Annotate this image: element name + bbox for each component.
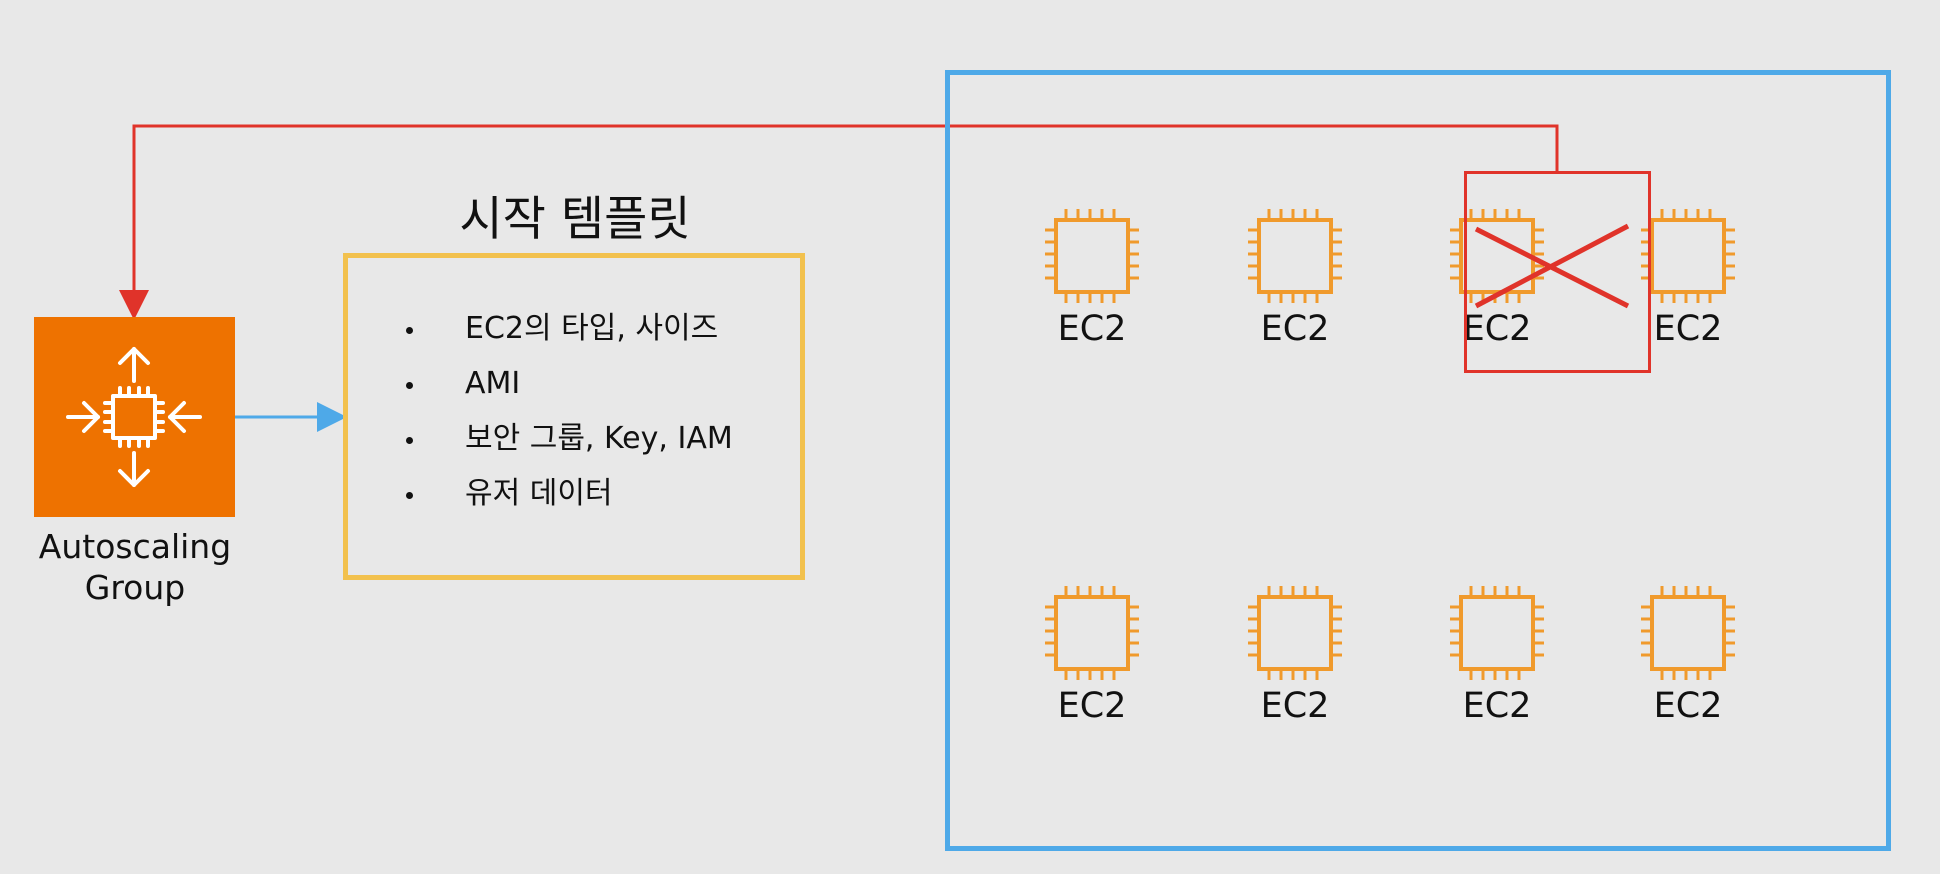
autoscaling-group-tile bbox=[34, 317, 235, 517]
ec2-chip-icon bbox=[1450, 586, 1544, 680]
ec2-label: EC2 bbox=[1653, 309, 1723, 349]
ec2-instance: EC2 bbox=[1032, 206, 1152, 356]
template-item-label: 보안 그룹, Key, IAM bbox=[465, 421, 733, 456]
template-item: EC2의 타입, 사이즈 bbox=[348, 312, 733, 367]
template-item-label: AMI bbox=[465, 366, 521, 401]
ec2-label: EC2 bbox=[1057, 309, 1127, 349]
ec2-chip-icon bbox=[1641, 209, 1735, 303]
ec2-instance: EC2 bbox=[1437, 583, 1557, 733]
bullet-icon bbox=[406, 492, 413, 499]
ec2-label: EC2 bbox=[1462, 309, 1532, 349]
ec2-chip-icon bbox=[1045, 586, 1139, 680]
launch-template-list: EC2의 타입, 사이즈 AMI 보안 그룹, Key, IAM 유저 데이터 bbox=[348, 312, 733, 532]
asg-label-line1: Autoscaling bbox=[38, 527, 232, 566]
ec2-instance: EC2 bbox=[1628, 583, 1748, 733]
terminated-instance-highlight bbox=[1464, 171, 1651, 373]
bullet-icon bbox=[406, 327, 413, 334]
launch-template-title: 시작 템플릿 bbox=[459, 192, 691, 247]
autoscaling-group-label: Autoscaling Group bbox=[10, 526, 260, 608]
replacement-feedback-arrow bbox=[119, 124, 1559, 320]
ec2-instance: EC2 bbox=[1235, 583, 1355, 733]
ec2-chip-icon bbox=[1641, 586, 1735, 680]
autoscaling-icon bbox=[66, 347, 202, 487]
instance-region-box bbox=[945, 70, 1891, 851]
ec2-instance: EC2 bbox=[1235, 206, 1355, 356]
template-item-label: EC2의 타입, 사이즈 bbox=[465, 311, 719, 346]
bullet-icon bbox=[406, 382, 413, 389]
ec2-chip-icon bbox=[1248, 586, 1342, 680]
ec2-chip-icon bbox=[1045, 209, 1139, 303]
ec2-instance: EC2 bbox=[1032, 583, 1152, 733]
ec2-chip-icon bbox=[1248, 209, 1342, 303]
ec2-label: EC2 bbox=[1057, 686, 1127, 726]
template-item: AMI bbox=[348, 367, 733, 422]
ec2-label: EC2 bbox=[1462, 686, 1532, 726]
bullet-icon bbox=[406, 437, 413, 444]
ec2-label: EC2 bbox=[1653, 686, 1723, 726]
ec2-label: EC2 bbox=[1260, 686, 1330, 726]
template-item: 보안 그룹, Key, IAM bbox=[348, 422, 733, 477]
terminated-x-icon bbox=[1474, 223, 1630, 309]
ec2-label: EC2 bbox=[1260, 309, 1330, 349]
template-item: 유저 데이터 bbox=[348, 477, 733, 532]
launch-template-box: EC2의 타입, 사이즈 AMI 보안 그룹, Key, IAM 유저 데이터 bbox=[343, 253, 805, 580]
template-item-label: 유저 데이터 bbox=[465, 476, 613, 511]
asg-label-line2: Group bbox=[84, 568, 186, 607]
